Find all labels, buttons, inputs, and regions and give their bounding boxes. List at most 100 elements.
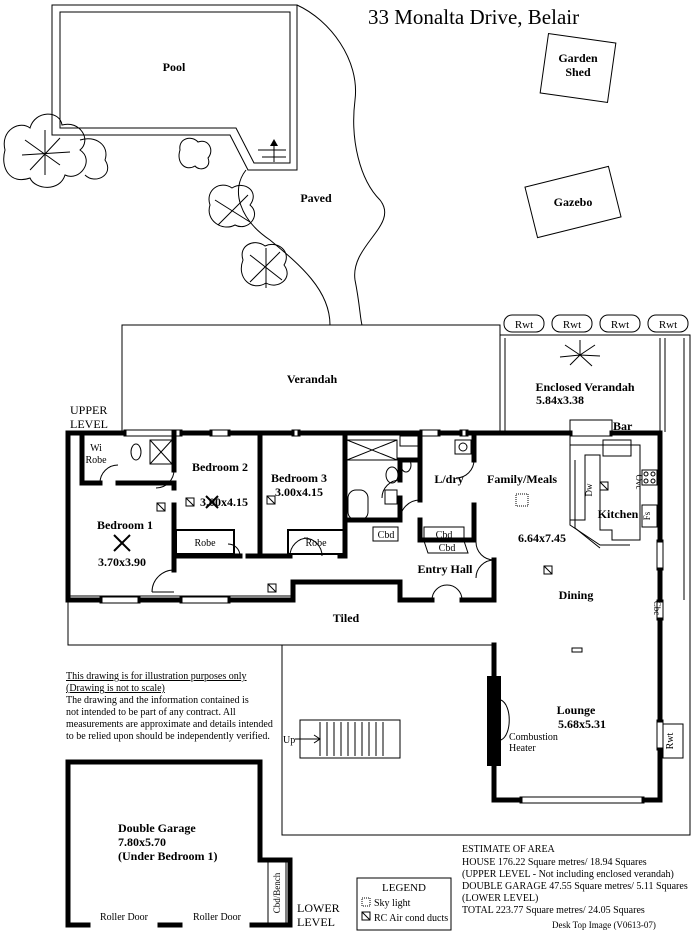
legend-item: RC Air cond ducts	[374, 913, 448, 924]
verandah-label: Verandah	[287, 372, 338, 386]
lounge: Lounge 5.68x5.31 Combustion Heater Rwt	[487, 676, 684, 766]
lower-level-label: LOWER	[297, 901, 340, 915]
garage-label: Double Garage	[118, 821, 196, 835]
disclaimer: This drawing is for illustration purpose…	[66, 671, 273, 742]
legend: LEGEND Sky light RC Air cond ducts	[356, 877, 452, 931]
upper-level-label: UPPER	[70, 403, 107, 417]
bedroom-3-size: 3.00x4.15	[275, 485, 323, 499]
laundry-label: L/dry	[434, 472, 463, 486]
tree-icon	[240, 242, 288, 288]
lounge-size: 5.68x5.31	[558, 717, 606, 731]
estimate-line: TOTAL 223.77 Square metres/ 24.05 Square…	[462, 905, 645, 916]
garage-size: 7.80x5.70	[118, 835, 166, 849]
robe-label: Robe	[305, 538, 327, 549]
house-walls	[65, 430, 663, 803]
kitchen: Bar Kitchen Dw Ovc Fs	[569, 419, 658, 549]
door-swings	[99, 432, 570, 601]
upper-level-label: LEVEL	[70, 417, 108, 431]
disclaimer-line: (Drawing is not to scale)	[66, 683, 165, 694]
skylight-icon	[361, 897, 371, 907]
plant-icon	[559, 340, 601, 367]
rainwater-tanks: Rwt Rwt Rwt Rwt	[503, 314, 689, 333]
wi-robe-label: Wi	[90, 443, 102, 454]
skylights-and-ducts	[156, 481, 609, 593]
verandah: Verandah	[121, 324, 501, 433]
heater-label: Heater	[509, 743, 536, 754]
paved-label: Paved	[300, 191, 332, 205]
enclosed-verandah-label: Enclosed Verandah	[535, 380, 634, 394]
cupboard-label: Cbd	[378, 530, 395, 541]
entry-hall-label: Entry Hall	[417, 562, 473, 576]
rwt-label: Rwt	[563, 319, 581, 331]
bathroom-fixtures	[130, 435, 472, 521]
estimate-line: HOUSE 176.22 Square metres/ 18.94 Square…	[462, 857, 647, 868]
dishwasher-label: Dw	[584, 483, 594, 496]
roller-door-label: Roller Door	[193, 912, 242, 923]
pool: Pool	[51, 4, 298, 171]
wi-robe-label: Robe	[85, 455, 107, 466]
plan-title: 33 Monalta Drive, Belair	[368, 5, 579, 29]
stairs-up-label: Up	[283, 735, 295, 746]
area-estimate: ESTIMATE OF AREA HOUSE 176.22 Square met…	[462, 844, 688, 930]
estimate-line: (UPPER LEVEL - Not including enclosed ve…	[462, 869, 674, 880]
rwt-label: Rwt	[515, 319, 533, 331]
tree-icon	[178, 137, 212, 170]
ceiling-fan-icon	[113, 495, 219, 552]
estimate-line: (LOWER LEVEL)	[462, 893, 538, 904]
legend-item: Sky light	[374, 898, 411, 909]
cbd-bench-label: Cbd/Bench	[272, 872, 282, 913]
lower-deck: Up	[281, 600, 691, 836]
disclaimer-line: The drawing and the information containe…	[66, 695, 249, 706]
garage-note: (Under Bedroom 1)	[118, 849, 218, 863]
bedroom-1-label: Bedroom 1	[97, 518, 153, 532]
windows	[99, 429, 664, 804]
paved-path	[237, 4, 386, 326]
fridge-space-label: Fs	[642, 511, 652, 520]
oven-label: Ovc	[634, 475, 644, 490]
tiled-label: Tiled	[333, 611, 360, 625]
gazebo: Gazebo	[524, 165, 622, 239]
robe-label: Robe	[194, 538, 216, 549]
disclaimer-line: not intended to be part of any contract.…	[66, 707, 236, 718]
cbc-label: Cbc	[652, 601, 662, 616]
cupboard-label: Cbd	[436, 530, 453, 541]
estimate-title: ESTIMATE OF AREA	[462, 844, 556, 855]
robes-and-cupboards: Robe Robe Cbd Cbd Cbd	[175, 526, 469, 555]
tree-icon	[3, 113, 108, 188]
tree-icon	[208, 184, 256, 228]
legend-title: LEGEND	[382, 882, 426, 894]
enclosed-verandah-size: 5.84x3.38	[536, 393, 584, 407]
enclosed-verandah: Enclosed Verandah 5.84x3.38	[500, 334, 691, 600]
rwt-side-label: Rwt	[665, 732, 676, 749]
lower-level-label: LEVEL	[297, 915, 335, 929]
bedroom-2-label: Bedroom 2	[192, 460, 248, 474]
dining-label: Dining	[559, 588, 594, 602]
garden-shed-label: Shed	[565, 65, 591, 79]
disclaimer-line: to be relied upon should be independentl…	[66, 731, 270, 742]
rwt-label: Rwt	[611, 319, 629, 331]
aircon-duct-icon	[361, 911, 371, 921]
estimate-line: DOUBLE GARAGE 47.55 Square metres/ 5.11 …	[462, 881, 688, 892]
gazebo-label: Gazebo	[554, 195, 593, 209]
pool-label: Pool	[163, 60, 186, 74]
bar-label: Bar	[613, 419, 633, 433]
garden-shed-label: Garden	[558, 51, 598, 65]
garden-shed: Garden Shed	[539, 32, 617, 104]
bedroom-1-size: 3.70x3.90	[98, 555, 146, 569]
lounge-label: Lounge	[557, 703, 596, 717]
family-size: 6.64x7.45	[518, 531, 566, 545]
disclaimer-line: measurements are approximate and details…	[66, 719, 273, 730]
double-garage: Double Garage 7.80x5.70 (Under Bedroom 1…	[65, 759, 293, 928]
tiled-area: Tiled	[67, 600, 494, 646]
roller-door-label: Roller Door	[100, 912, 149, 923]
heater-label: Combustion	[509, 732, 558, 743]
bedroom-2-size: 3.00x4.15	[200, 495, 248, 509]
family-meals-label: Family/Meals	[487, 472, 557, 486]
kitchen-label: Kitchen	[598, 507, 639, 521]
bedroom-3-label: Bedroom 3	[271, 471, 327, 485]
credit-label: Desk Top Image (V0613-07)	[552, 920, 656, 930]
rwt-label: Rwt	[659, 319, 677, 331]
disclaimer-line: This drawing is for illustration purpose…	[66, 671, 247, 682]
